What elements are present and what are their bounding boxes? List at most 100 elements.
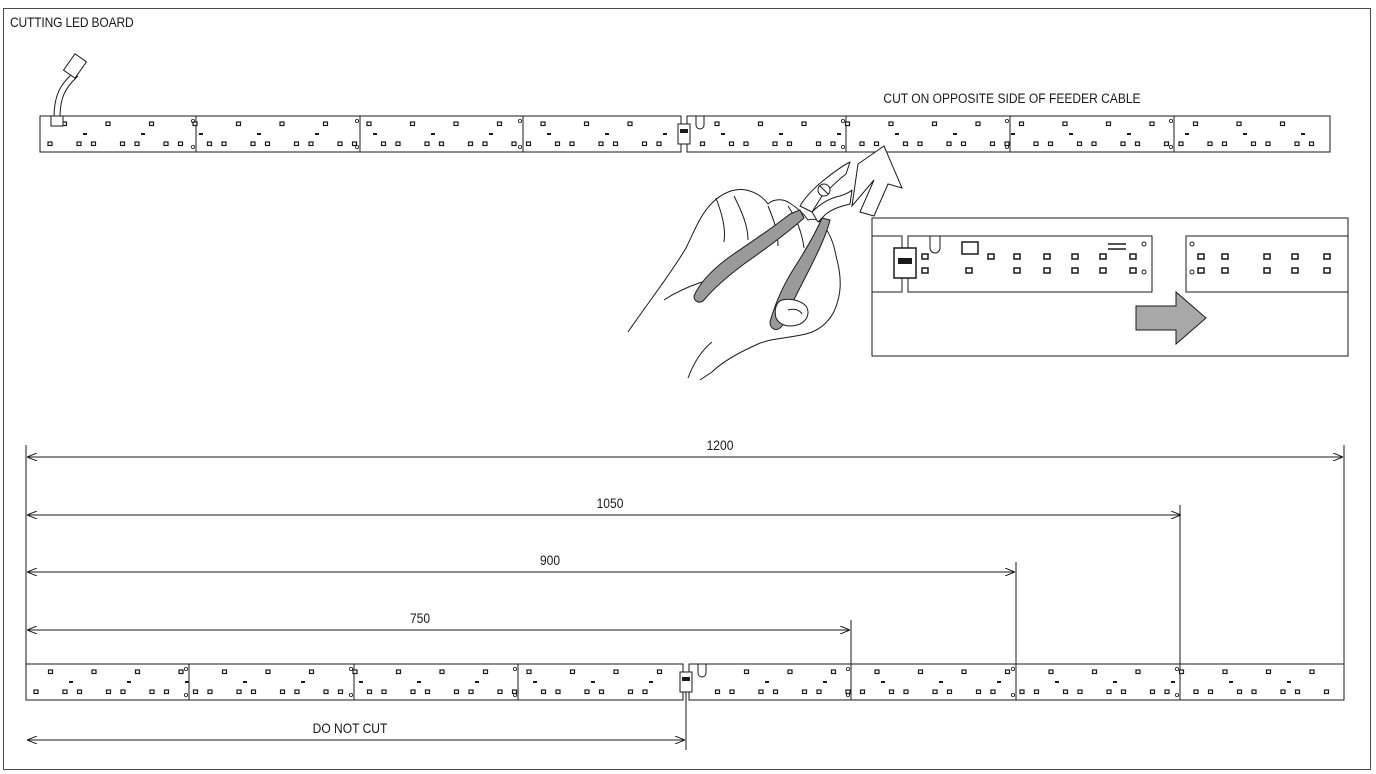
- led-chip: [235, 121, 242, 127]
- led-chip: [1280, 689, 1286, 695]
- led-chip: [758, 689, 764, 695]
- dimension-label-900: 900: [539, 552, 561, 568]
- led-chip: [177, 141, 184, 147]
- led-chip: [902, 141, 909, 147]
- led-chip: [583, 121, 590, 127]
- led-chip: [1193, 689, 1199, 695]
- led-chip: [1323, 689, 1330, 695]
- inset-led-chip: [1197, 267, 1205, 274]
- led-chip: [1106, 689, 1112, 695]
- board-connector-pin: [680, 129, 688, 133]
- led-chip: [1120, 689, 1127, 695]
- led-chip: [467, 141, 474, 147]
- led-chip: [932, 689, 938, 695]
- led-chip: [540, 121, 546, 127]
- led-chip: [192, 689, 199, 695]
- inset-led-chip: [1291, 253, 1299, 260]
- inset-led-chip: [965, 267, 973, 274]
- led-chip: [366, 689, 373, 695]
- led-chip: [801, 121, 807, 127]
- inset-led-chip: [1323, 253, 1331, 260]
- led-chip: [221, 141, 227, 147]
- led-chip: [729, 689, 735, 695]
- led-chip: [511, 141, 517, 147]
- led-chip: [656, 669, 663, 675]
- led-chip: [1105, 121, 1112, 127]
- led-chip: [1294, 141, 1300, 147]
- led-chip: [178, 669, 184, 675]
- led-chip: [163, 141, 169, 147]
- led-chip: [322, 121, 329, 127]
- led-chip: [960, 141, 967, 147]
- led-chip: [888, 121, 894, 127]
- led-chip: [1163, 141, 1170, 147]
- led-chip: [120, 689, 126, 695]
- led-chip: [468, 689, 474, 695]
- led-chip: [1178, 141, 1184, 147]
- led-chip: [1135, 669, 1141, 675]
- led-chip: [1178, 669, 1185, 675]
- led-chip: [482, 141, 488, 147]
- led-chip: [62, 689, 68, 695]
- led-chip: [815, 141, 822, 147]
- led-chip: [656, 141, 662, 147]
- led-chip: [134, 669, 141, 675]
- cut-direction-arrow-icon: [851, 145, 903, 217]
- led-chip: [148, 121, 155, 127]
- dimension-label-1200: 1200: [706, 437, 734, 453]
- led-chip: [1250, 141, 1257, 147]
- led-chip: [236, 689, 242, 695]
- hand-holding-cutters-icon: [627, 161, 853, 381]
- led-chip: [873, 141, 880, 147]
- led-chip: [554, 141, 561, 147]
- led-chip: [424, 141, 430, 147]
- led-chip: [409, 121, 416, 127]
- led-chip: [395, 669, 402, 675]
- led-chip: [830, 141, 836, 147]
- do-not-cut-label: DO NOT CUT: [312, 720, 388, 736]
- led-chip: [424, 689, 431, 695]
- inset-led-chip: [921, 267, 929, 274]
- led-chip: [1033, 141, 1039, 147]
- led-chip: [1019, 689, 1025, 695]
- dimension-label-1050: 1050: [596, 495, 624, 511]
- led-chip: [293, 141, 300, 147]
- page-title: CUTTING LED BOARD: [10, 14, 134, 30]
- feeder-cable-icon: [50, 53, 88, 127]
- top-led-board: [39, 115, 1331, 153]
- led-chip: [76, 689, 83, 695]
- inset-led-chip: [1013, 253, 1021, 260]
- led-chip: [207, 689, 213, 695]
- led-chip: [888, 689, 895, 695]
- diagram-frame: [3, 8, 1371, 770]
- led-chip: [946, 689, 953, 695]
- led-chip: [90, 141, 97, 147]
- led-chip: [931, 121, 938, 127]
- led-chip: [482, 669, 489, 675]
- led-chip: [279, 121, 285, 127]
- led-chip: [366, 121, 372, 127]
- led-chip: [844, 121, 851, 127]
- led-chip: [946, 141, 952, 147]
- led-chip: [380, 141, 387, 147]
- led-chip: [1062, 689, 1069, 695]
- led-chip: [1279, 121, 1286, 127]
- led-chip: [757, 121, 764, 127]
- led-chip: [699, 141, 706, 147]
- led-chip: [47, 669, 54, 675]
- led-chip: [627, 689, 634, 695]
- led-chip: [1134, 141, 1141, 147]
- led-chip: [279, 689, 286, 695]
- led-chip: [1076, 141, 1083, 147]
- led-chip: [787, 669, 793, 675]
- led-chip: [975, 121, 981, 127]
- led-chip: [874, 669, 880, 675]
- led-chip: [598, 141, 604, 147]
- led-chip: [265, 669, 271, 675]
- inset-led-chip: [1221, 267, 1229, 274]
- led-chip: [1091, 669, 1098, 675]
- inset-led-chip: [1323, 267, 1331, 274]
- led-chip: [859, 689, 866, 695]
- led-chip: [352, 669, 358, 675]
- led-chip: [526, 669, 532, 675]
